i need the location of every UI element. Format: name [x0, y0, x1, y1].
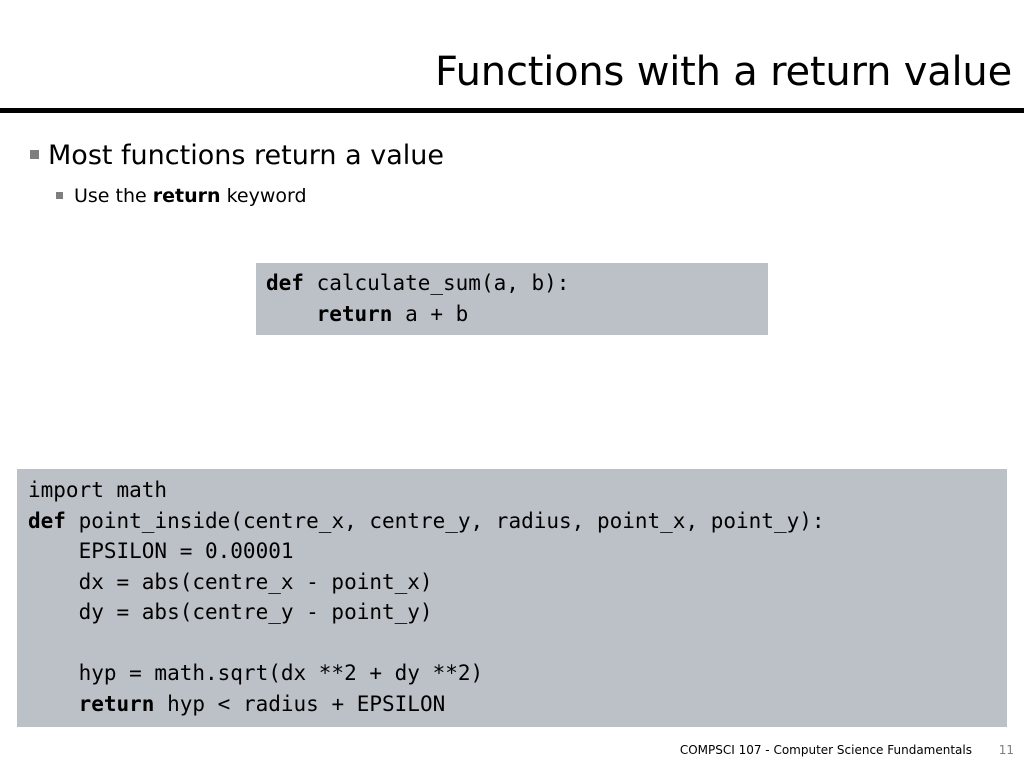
- code-line-blank: [28, 628, 1007, 659]
- slide-title: Functions with a return value: [435, 49, 1012, 95]
- code-text: point_inside(centre_x, centre_y, radius,…: [65, 508, 825, 533]
- code-keyword: def: [28, 508, 66, 533]
- bullet-level2-prefix: Use the: [74, 185, 153, 207]
- code-line: dx = abs(centre_x - point_x): [28, 569, 433, 594]
- code-line: def point_inside(centre_x, centre_y, rad…: [28, 506, 1007, 537]
- code-text: a + b: [392, 301, 469, 326]
- code-text: hyp < radius + EPSILON: [154, 691, 446, 716]
- footer-course-title: COMPSCI 107 - Computer Science Fundament…: [679, 743, 972, 757]
- bullet-level2-keyword: return: [152, 185, 221, 207]
- code-line: def calculate_sum(a, b):: [266, 268, 768, 299]
- bullet-level1: Most functions return a value: [30, 138, 444, 174]
- code-keyword: return: [78, 691, 155, 716]
- code-line: return hyp < radius + EPSILON: [28, 689, 1007, 720]
- code-line: return a + b: [266, 299, 768, 330]
- code-line: import math: [28, 478, 168, 502]
- code-line: EPSILON = 0.00001: [28, 539, 294, 563]
- square-bullet-icon: [30, 150, 39, 159]
- bullet-level2-suffix: keyword: [220, 185, 307, 207]
- code-indent: [266, 302, 317, 326]
- code-line: hyp = math.sqrt(dx **2 + dy **2): [28, 661, 484, 685]
- code-block-point-inside: import math def point_inside(centre_x, ce…: [17, 469, 1007, 727]
- code-keyword: def: [266, 271, 304, 295]
- code-line: dy = abs(centre_y - point_y): [28, 600, 433, 624]
- code-block-calculate-sum: def calculate_sum(a, b): return a + b: [256, 263, 768, 335]
- square-bullet-icon: [56, 192, 63, 199]
- bullet-level2-text: Use the return keyword: [74, 183, 307, 209]
- footer-page-number: 11: [998, 743, 1014, 757]
- code-indent: [28, 692, 79, 716]
- bullet-level1-text: Most functions return a value: [48, 140, 445, 171]
- code-text: calculate_sum(a, b):: [303, 271, 570, 295]
- title-underline: [0, 108, 1024, 113]
- code-keyword: return: [316, 301, 393, 326]
- bullet-level2: Use the return keyword: [56, 183, 307, 209]
